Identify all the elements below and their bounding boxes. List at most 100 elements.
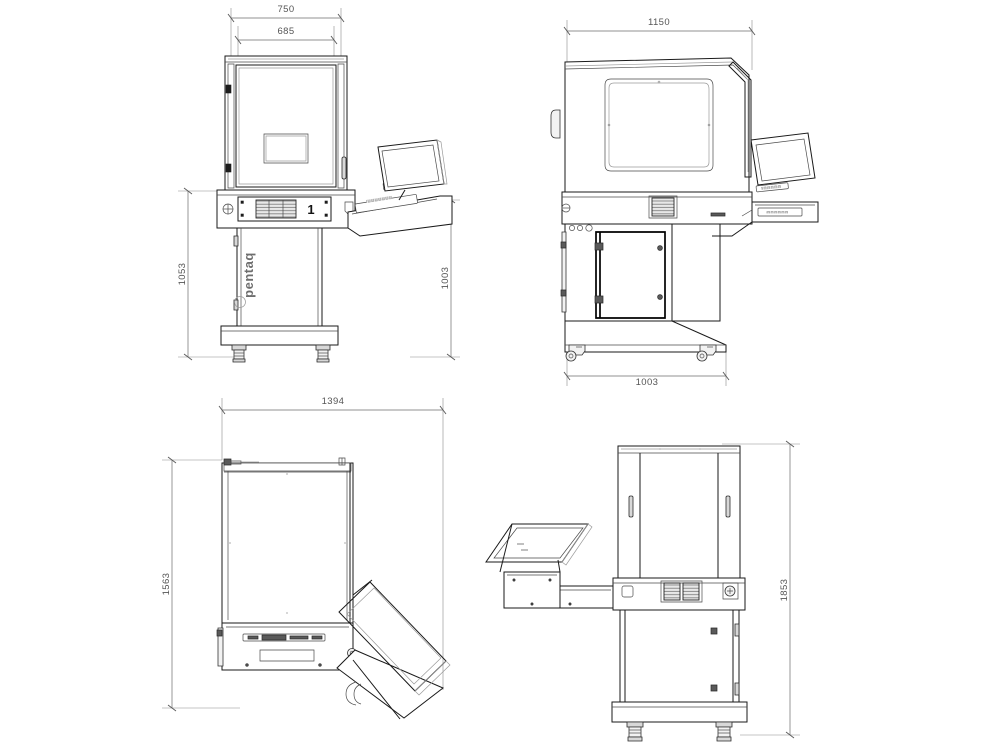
plan-main-body	[222, 463, 353, 623]
side-lid-hinge-strap	[729, 62, 751, 177]
side-door-hinge-upper	[595, 243, 603, 250]
front-panel-marker-label: 1	[307, 202, 314, 217]
view-plan: 1394 1563	[161, 396, 450, 719]
dimension-plan-depth: 1563	[161, 457, 240, 711]
side-vent-grille	[651, 197, 675, 217]
rear-tray-fastener-2	[549, 579, 551, 581]
front-control-panel-face	[238, 197, 331, 221]
plan-top-rail	[224, 463, 351, 471]
side-lid-hinge-line	[737, 68, 748, 172]
plan-dot-3	[229, 542, 231, 544]
side-construction-dot-2	[708, 124, 710, 126]
rear-lower-frame	[620, 610, 739, 702]
side-fitting-1	[569, 225, 574, 230]
side-keyboard-keys	[766, 210, 788, 214]
plan-hinge-block-right	[339, 458, 345, 465]
side-pedestal-door	[596, 232, 665, 318]
plan-left-flange	[218, 628, 223, 666]
rear-monitor-face	[494, 528, 583, 558]
dimension-value-1053: 1053	[177, 263, 188, 286]
side-construction-dot-3	[658, 81, 660, 83]
dimension-value-685: 685	[277, 26, 294, 37]
rear-dot-2	[699, 448, 701, 450]
rear-control-housing	[723, 583, 738, 599]
plan-handle-loop-inner	[354, 684, 361, 704]
rear-vent-grille-right	[682, 582, 700, 601]
rear-leveling-foot-left	[627, 722, 643, 741]
side-edge-clip-1	[561, 242, 566, 248]
plan-monitor-plate-inner	[347, 588, 441, 684]
front-base-plinth	[221, 326, 338, 345]
rear-vent-grille-left	[663, 582, 681, 601]
plan-handle-loop	[346, 682, 356, 705]
side-monitor-foot-vents	[761, 184, 782, 190]
dimension-value-1394: 1394	[322, 396, 345, 407]
front-control-display	[255, 199, 297, 219]
side-pedestal	[565, 224, 720, 321]
rear-tray-fastener-3	[531, 603, 533, 605]
front-monitor-side-edge	[437, 140, 447, 184]
front-monitor-arm	[399, 190, 405, 200]
rear-panel-latch-right	[726, 496, 730, 517]
rear-leveling-foot-right	[716, 722, 732, 741]
plan-front-module	[222, 623, 353, 670]
rear-monitor-strut-right	[558, 560, 560, 572]
rear-tray-fastener-1	[513, 579, 515, 581]
plan-connector-2	[262, 635, 286, 640]
side-window-inner	[609, 83, 709, 167]
front-indicator-led-1	[240, 200, 244, 204]
plan-dot-4	[344, 542, 346, 544]
plan-fastener-1	[246, 664, 249, 667]
view-rear-elevation: 1853	[486, 441, 800, 741]
plan-monitor-plate-edge	[415, 661, 450, 695]
side-fastener-upper	[658, 246, 663, 251]
side-arm-link	[712, 222, 752, 236]
side-door-hinge-lower	[595, 296, 603, 303]
front-upper-enclosure	[225, 56, 347, 192]
front-keyboard-tray	[348, 196, 452, 236]
rear-access-port	[622, 586, 633, 597]
rear-fastener-upper	[711, 628, 717, 634]
dimension-value-1003-height: 1003	[440, 267, 451, 290]
front-door-panel-inner	[239, 68, 333, 184]
side-fitting-3	[586, 225, 592, 231]
plan-fastener-2	[319, 664, 322, 667]
rear-vent-frame	[661, 581, 702, 602]
front-leveling-foot-right	[316, 345, 330, 362]
front-door-right-stile	[338, 64, 344, 188]
front-cabinet-latch-upper	[234, 236, 238, 246]
rear-monitor-strut-left	[500, 524, 512, 572]
front-indicator-led-4	[324, 213, 328, 217]
dimension-overall-depth: 1150	[564, 17, 755, 70]
rear-panel-latch-left	[629, 496, 633, 517]
side-edge-clip-2	[561, 290, 566, 296]
dimension-plan-width: 1394	[219, 396, 446, 690]
plan-label-window	[260, 650, 314, 661]
front-door-window	[264, 134, 308, 163]
front-leveling-foot-left	[232, 345, 246, 362]
side-door-handle	[551, 110, 560, 138]
dimension-value-1150: 1150	[648, 17, 670, 28]
front-indicator-led-2	[240, 213, 244, 217]
side-top-cap-line2	[566, 62, 732, 66]
side-base-frame	[565, 321, 726, 352]
front-monitor-screen-inner	[382, 145, 439, 187]
rear-clip-lower	[735, 683, 739, 695]
side-fastener-lower	[658, 295, 663, 300]
front-door-panel	[236, 65, 336, 187]
rear-control-dial-cross	[727, 588, 733, 594]
dimension-overall-width: 750	[228, 4, 344, 60]
rear-monitor-edge	[562, 524, 592, 565]
front-keyboard-keys	[366, 195, 393, 204]
rear-keyboard-tray	[504, 572, 560, 608]
front-door-left-stile	[228, 64, 234, 188]
side-vent-grille-frame	[649, 196, 677, 218]
plan-monitor-arm-body	[337, 650, 443, 718]
dimension-value-750: 750	[277, 4, 294, 15]
rear-base-plinth	[612, 702, 747, 722]
front-indicator-led-3	[324, 200, 328, 204]
front-brand-logo-mark	[235, 297, 246, 308]
rear-clip-upper	[735, 624, 739, 636]
